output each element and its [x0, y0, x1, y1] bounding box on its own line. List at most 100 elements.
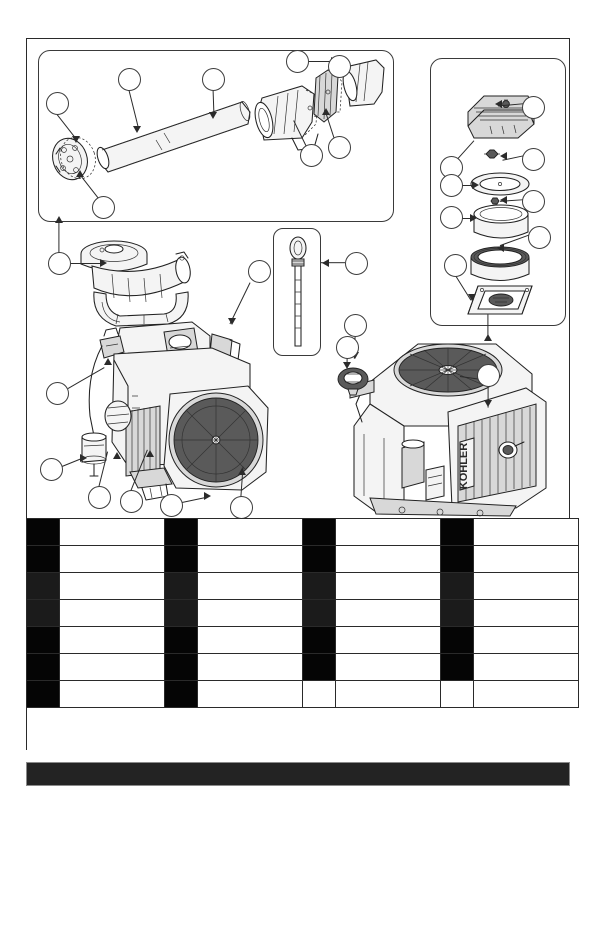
exhaust-flange-art	[44, 128, 106, 190]
legend-ref-cell	[302, 626, 336, 654]
callout-bubble[interactable]	[528, 226, 551, 249]
legend-desc-cell	[335, 545, 441, 573]
legend-ref-cell	[26, 626, 60, 654]
legend-ref-cell	[164, 626, 198, 654]
callout-bubble[interactable]	[522, 190, 545, 213]
callout-bubble[interactable]	[46, 92, 69, 115]
legend-ref-cell	[440, 545, 474, 573]
legend-desc-cell	[59, 599, 165, 627]
legend-desc-cell	[335, 653, 441, 681]
callout-bubble[interactable]	[286, 50, 309, 73]
cover-gasket-art	[470, 172, 530, 196]
legend-row	[26, 518, 579, 546]
page-frame-left	[26, 38, 28, 750]
leader-arrow-icon	[100, 259, 107, 267]
legend-ref-cell	[302, 572, 336, 600]
legend-desc-cell	[197, 626, 303, 654]
callout-bubble[interactable]	[48, 252, 71, 275]
legend-desc-cell	[335, 599, 441, 627]
legend-desc-cell	[473, 599, 579, 627]
leader-arrow-icon	[204, 492, 211, 500]
callout-bubble[interactable]	[336, 336, 359, 359]
legend-desc-cell	[335, 626, 441, 654]
legend-ref-cell	[440, 626, 474, 654]
muffler-shield-art	[308, 62, 348, 132]
legend-ref-cell	[26, 653, 60, 681]
legend-ref-cell	[164, 545, 198, 573]
callout-bubble[interactable]	[248, 260, 271, 283]
leader-arrow-icon	[228, 318, 236, 325]
legend-ref-cell	[302, 518, 336, 546]
leader-arrow-icon	[146, 450, 154, 457]
air-filter-element-art	[466, 244, 534, 288]
callout-bubble[interactable]	[120, 490, 143, 513]
leader-arrow-icon	[322, 259, 329, 267]
legend-ref-cell	[440, 653, 474, 681]
legend-desc-cell	[197, 599, 303, 627]
legend-desc-cell	[59, 626, 165, 654]
leader-line	[309, 61, 335, 63]
legend-ref-cell	[302, 653, 336, 681]
leader-arrow-icon	[80, 454, 87, 462]
callout-bubble[interactable]	[344, 314, 367, 337]
leader-line	[58, 218, 60, 253]
leader-arrow-icon	[72, 136, 80, 143]
callout-bubble[interactable]	[46, 382, 69, 405]
callout-bubble[interactable]	[40, 458, 63, 481]
legend-ref-cell	[26, 572, 60, 600]
footer-redacted-bar	[26, 762, 570, 786]
legend-desc-cell	[197, 572, 303, 600]
callout-bubble[interactable]	[444, 254, 467, 277]
page-frame-right	[568, 38, 570, 518]
legend-desc-cell	[473, 545, 579, 573]
legend-desc-cell	[335, 572, 441, 600]
callout-bubble[interactable]	[440, 206, 463, 229]
legend-desc-cell	[59, 572, 165, 600]
callout-bubble[interactable]	[477, 364, 500, 387]
callout-bubble[interactable]	[202, 68, 225, 91]
legend-body	[26, 518, 579, 708]
legend-row	[26, 680, 579, 708]
legend-ref-cell	[164, 518, 198, 546]
leader-line	[462, 185, 476, 187]
leader-arrow-icon	[497, 244, 504, 252]
legend-grid	[26, 518, 579, 708]
leader-arrow-icon	[495, 100, 502, 108]
callout-bubble[interactable]	[88, 486, 111, 509]
legend-desc-cell	[335, 518, 441, 546]
callout-bubble[interactable]	[345, 252, 368, 275]
callout-bubble[interactable]	[522, 96, 545, 119]
leader-arrow-icon	[500, 196, 507, 204]
exhaust-outlet-art	[336, 54, 390, 116]
legend-ref-cell	[164, 653, 198, 681]
legend-desc-cell	[473, 572, 579, 600]
legend-desc-cell	[197, 680, 303, 708]
legend-ref-cell	[26, 545, 60, 573]
legend-ref-cell	[164, 572, 198, 600]
leader-arrow-icon	[113, 452, 121, 459]
callout-bubble[interactable]	[92, 196, 115, 219]
leader-arrow-icon	[484, 400, 492, 407]
horizontal-engine-art	[72, 236, 287, 514]
legend-desc-cell	[197, 518, 303, 546]
exhaust-pipe-art	[92, 96, 262, 176]
callout-bubble[interactable]	[230, 496, 253, 519]
page-frame-top	[26, 38, 570, 40]
oil-fill-cap-art	[336, 366, 370, 396]
callout-bubble[interactable]	[160, 494, 183, 517]
callout-bubble[interactable]	[440, 174, 463, 197]
callout-bubble[interactable]	[118, 68, 141, 91]
legend-empty-cell	[335, 680, 441, 708]
legend-ref-cell	[440, 599, 474, 627]
callout-bubble[interactable]	[328, 55, 351, 78]
callout-bubble[interactable]	[522, 148, 545, 171]
precleaner-art	[470, 204, 532, 244]
air-cleaner-base-art	[460, 282, 540, 322]
legend-row	[26, 545, 579, 573]
leader-arrow-icon	[470, 214, 477, 222]
leader-arrow-icon	[322, 108, 330, 115]
callout-bubble[interactable]	[300, 144, 323, 167]
legend-ref-cell	[302, 599, 336, 627]
callout-bubble[interactable]	[328, 136, 351, 159]
